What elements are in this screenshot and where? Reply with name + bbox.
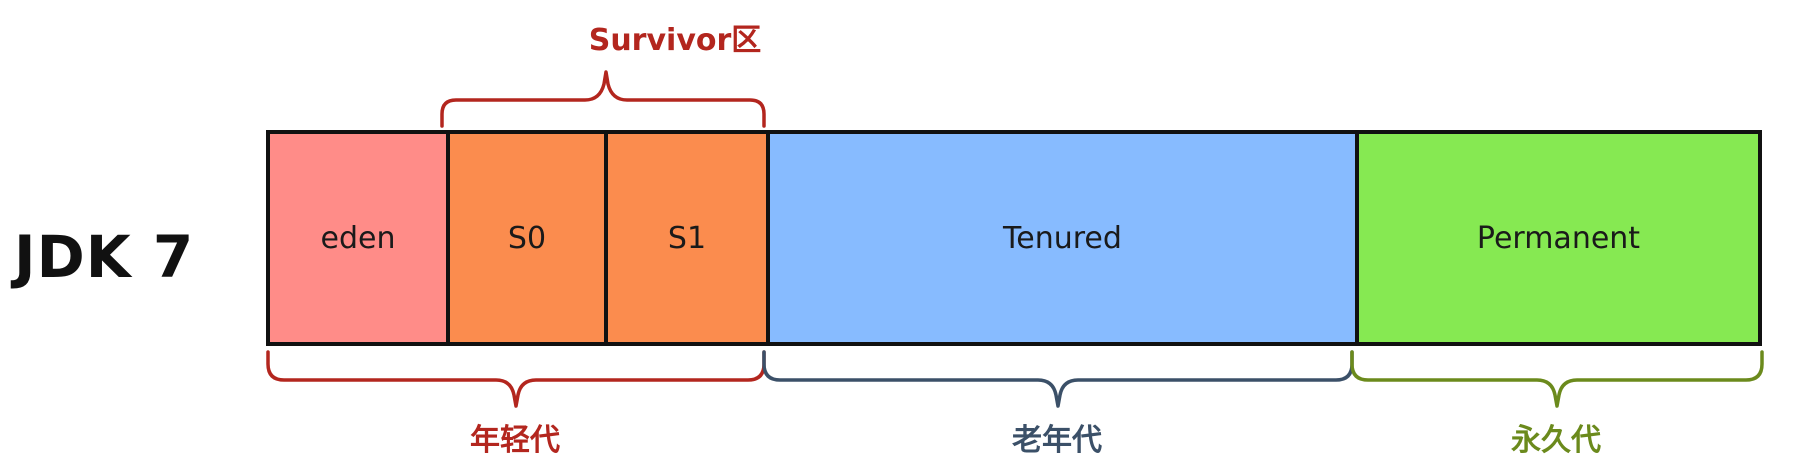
region-tenured-label: Tenured xyxy=(1003,220,1122,256)
young-generation-label: 年轻代 xyxy=(470,423,560,458)
old-generation-label: 老年代 xyxy=(1012,423,1102,458)
permanent-generation-brace xyxy=(1350,350,1764,408)
jdk-version-label: JDK 7 xyxy=(14,223,195,291)
region-eden-label: eden xyxy=(320,220,396,256)
old-generation-brace xyxy=(762,350,1354,408)
survivor-brace xyxy=(440,70,766,128)
region-s1: S1 xyxy=(604,134,766,342)
region-permanent: Permanent xyxy=(1355,134,1758,342)
permanent-generation-label: 永久代 xyxy=(1511,423,1601,458)
survivor-label: Survivor区 xyxy=(588,23,762,58)
region-s0-label: S0 xyxy=(507,220,547,256)
heap-memory-bar: eden S0 S1 Tenured Permanent xyxy=(266,130,1762,346)
region-eden: eden xyxy=(270,134,446,342)
region-s1-label: S1 xyxy=(667,220,707,256)
region-s0: S0 xyxy=(446,134,604,342)
region-permanent-label: Permanent xyxy=(1476,220,1641,256)
region-tenured: Tenured xyxy=(766,134,1355,342)
young-generation-brace xyxy=(266,350,766,408)
